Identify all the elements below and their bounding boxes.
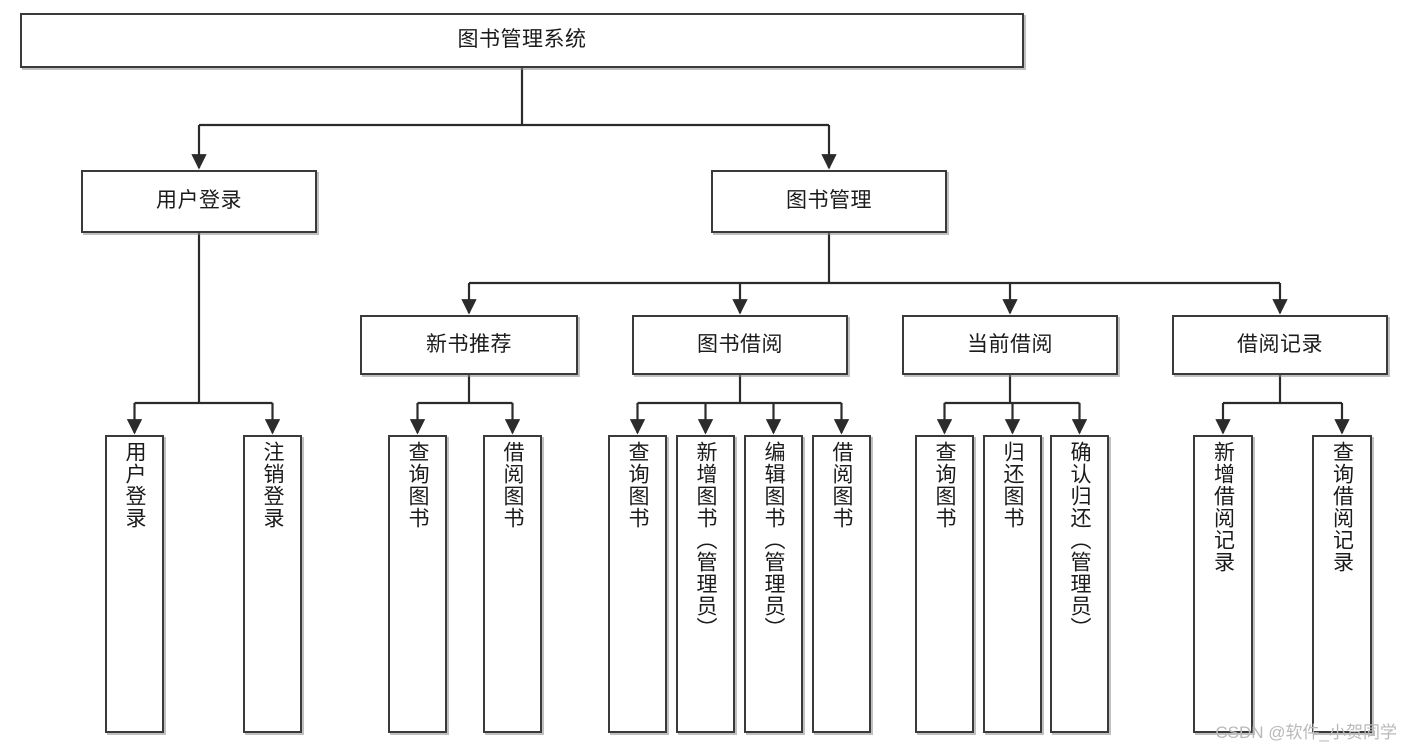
node-label: 借阅图书 xyxy=(830,441,853,529)
node-label: 查询图书 xyxy=(406,441,429,529)
leaf-add-borrow-record[interactable]: 新增借阅记录 xyxy=(1193,435,1253,733)
node-label: 借阅记录 xyxy=(1237,332,1323,356)
node-label: 查询借阅记录 xyxy=(1330,441,1354,573)
node-label: 新增借阅记录 xyxy=(1211,441,1235,573)
node-book-manage[interactable]: 图书管理 xyxy=(711,170,947,233)
node-label: 当前借阅 xyxy=(967,332,1053,356)
leaf-book-edit-admin[interactable]: 编辑图书（管理员） xyxy=(744,435,803,733)
node-label: 借阅图书 xyxy=(501,441,524,529)
node-label: 新书推荐 xyxy=(426,332,512,356)
leaf-return-book[interactable]: 归还图书 xyxy=(983,435,1042,733)
node-root[interactable]: 图书管理系统 xyxy=(20,13,1024,68)
node-label: 图书借阅 xyxy=(697,332,783,356)
node-label: 新增图书（管理员） xyxy=(694,441,717,639)
node-current-borrow[interactable]: 当前借阅 xyxy=(902,315,1118,375)
node-label: 确认归还（管理员） xyxy=(1068,441,1091,639)
node-user-login[interactable]: 用户登录 xyxy=(81,170,317,233)
node-book-borrow[interactable]: 图书借阅 xyxy=(632,315,848,375)
leaf-book-borrow-query[interactable]: 查询图书 xyxy=(608,435,667,733)
leaf-new-book-query[interactable]: 查询图书 xyxy=(388,435,447,733)
node-label: 归还图书 xyxy=(1001,441,1024,529)
node-label: 用户登录 xyxy=(156,189,242,213)
leaf-query-borrow-record[interactable]: 查询借阅记录 xyxy=(1312,435,1372,733)
leaf-confirm-return-admin[interactable]: 确认归还（管理员） xyxy=(1050,435,1109,733)
node-label: 查询图书 xyxy=(626,441,649,529)
leaf-current-borrow-query[interactable]: 查询图书 xyxy=(915,435,974,733)
leaf-book-borrow-action[interactable]: 借阅图书 xyxy=(812,435,871,733)
leaf-book-add-admin[interactable]: 新增图书（管理员） xyxy=(676,435,735,733)
node-label: 编辑图书（管理员） xyxy=(762,441,785,639)
node-label: 图书管理 xyxy=(786,189,872,213)
node-label: 用户登录 xyxy=(123,441,146,529)
csdn-watermark: CSDN @软件_小贺同学 xyxy=(1215,723,1397,742)
node-label: 图书管理系统 xyxy=(457,28,587,52)
leaf-user-login[interactable]: 用户登录 xyxy=(105,435,164,733)
node-borrow-record[interactable]: 借阅记录 xyxy=(1172,315,1388,375)
node-label: 查询图书 xyxy=(933,441,956,529)
node-new-book-recommend[interactable]: 新书推荐 xyxy=(360,315,578,375)
node-label: 注销登录 xyxy=(261,441,284,529)
leaf-logout[interactable]: 注销登录 xyxy=(243,435,302,733)
leaf-new-book-borrow[interactable]: 借阅图书 xyxy=(483,435,542,733)
